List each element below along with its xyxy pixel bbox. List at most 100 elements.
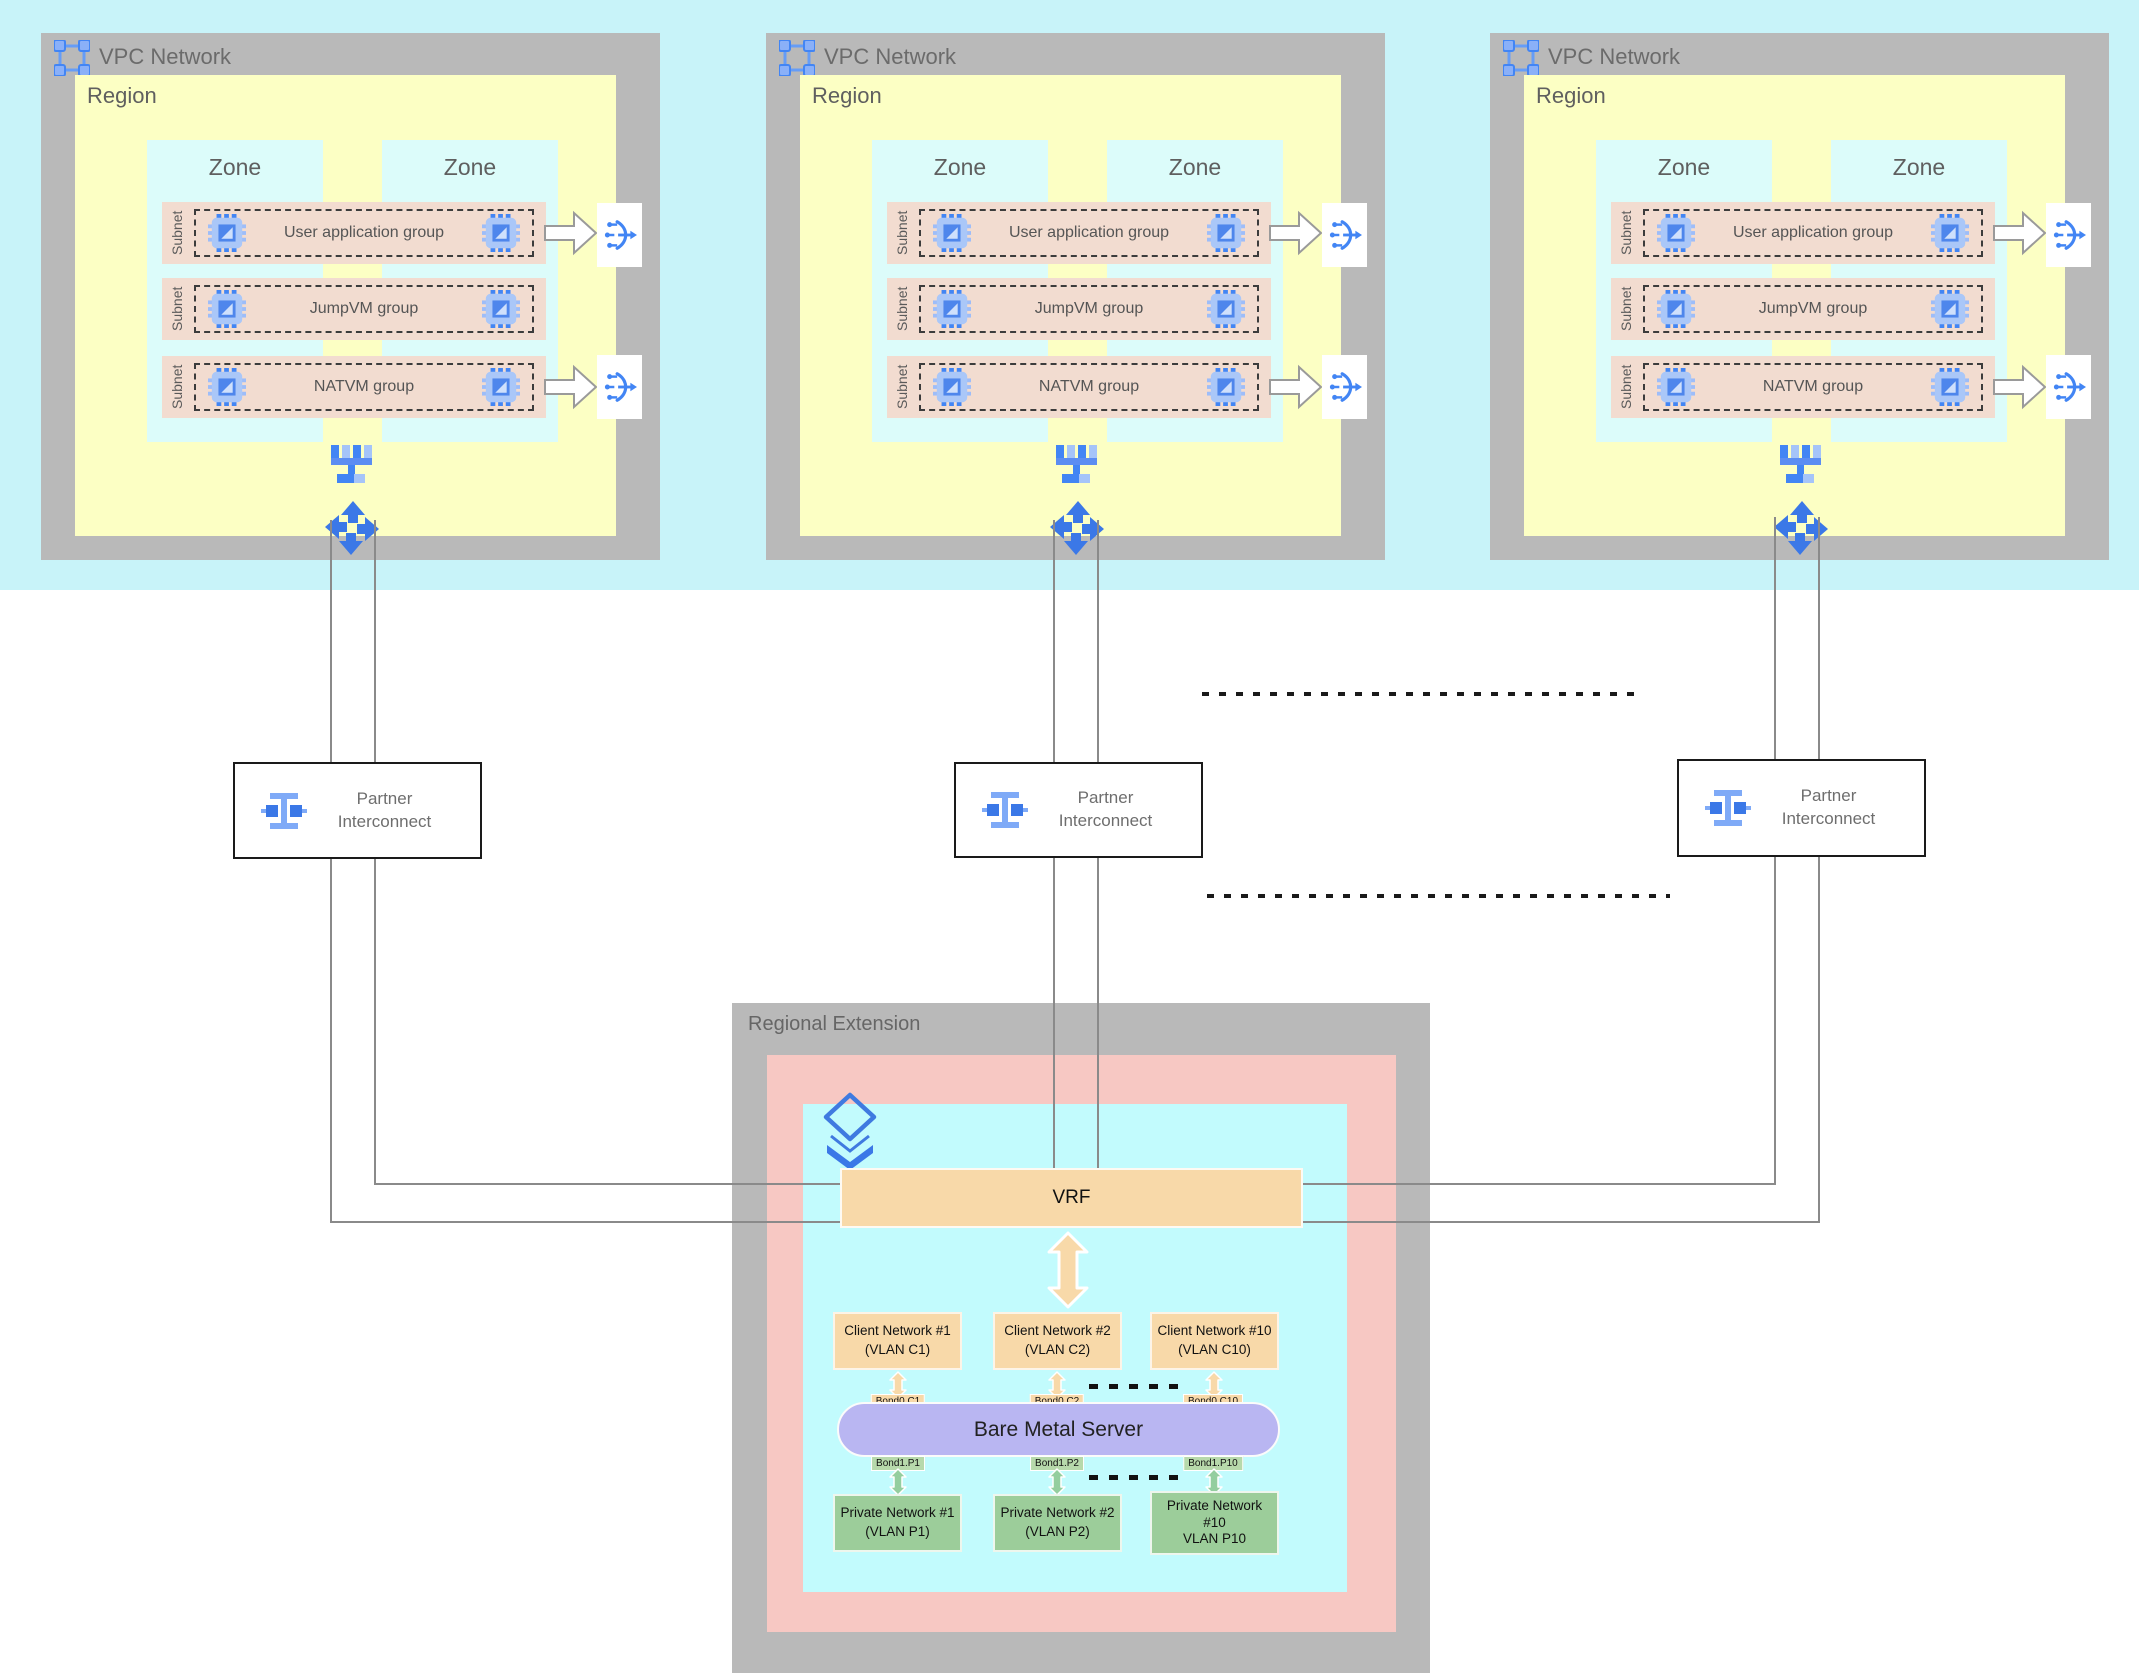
load-balancer-box [1322,203,1367,267]
instance-group-dashed-box: JumpVM group [919,285,1259,333]
vm-instance-icon [208,368,246,406]
flow-arrow [1269,366,1322,408]
group-label: NATVM group [313,378,415,395]
partner-interconnect-line1: Partner [356,788,413,808]
vm-instance-icon [1931,290,1969,328]
mini-dotted-line [1089,1475,1181,1480]
private-network-box-2: Private Network #2 (VLAN P2) [993,1494,1122,1552]
vm-instance-icon [1207,214,1245,252]
group-label: User application group [1008,224,1170,241]
partner-interconnect-label: Partner Interconnect [307,788,462,834]
vm-instance-icon [933,214,971,252]
zone-label: Zone [1892,154,1946,180]
load-balancer-icon [602,372,637,402]
stacked-layers-icon [818,1092,882,1172]
instance-group-dashed-box: User application group [1643,209,1983,257]
connector-line [330,1221,840,1223]
group-label: JumpVM group [1034,300,1144,317]
zone-label: Zone [1168,154,1222,180]
load-balancer-icon [2051,372,2086,402]
instance-group-dashed-box: User application group [194,209,534,257]
bond-double-arrow-green [1048,1468,1066,1496]
instance-group-dashed-box: JumpVM group [1643,285,1983,333]
vpc-title: VPC Network [99,44,232,69]
vpc-title: VPC Network [1548,44,1681,69]
vm-instance-icon [933,368,971,406]
region-box: Region Zone Zone Subnet User application… [800,75,1341,536]
zone-label: Zone [443,154,497,180]
subnet-side-label: Subnet [894,364,910,410]
region-label: Region [1536,83,1606,108]
vm-instance-icon [208,290,246,328]
vpc-network-box-1: VPC Network Region Zone Zone Subnet User… [41,33,660,560]
client-network-line2: (VLAN C10) [1178,1342,1251,1357]
connector-line [1818,517,1820,1223]
subnet-row-user-application: Subnet User application group [162,202,546,264]
zone-label: Zone [1657,154,1711,180]
four-way-arrows-icon [325,501,379,555]
ellipsis-dotted-line [1202,692,1642,696]
load-balancer-box [1322,355,1367,419]
vm-instance-icon [1657,368,1695,406]
vpc-icon [54,40,90,76]
vm-instance-icon [208,214,246,252]
load-balancer-box [2046,203,2091,267]
group-label: User application group [1732,224,1894,241]
four-way-arrows-icon [1050,501,1104,555]
connector-line [330,520,332,1222]
vm-instance-icon [1207,290,1245,328]
vm-instance-icon [1657,214,1695,252]
load-balancer-icon [2051,220,2086,250]
partner-interconnect-line2: Interconnect [1781,809,1876,828]
subnet-side-label: Subnet [894,210,910,256]
subnet-side-label: Subnet [1618,210,1634,256]
client-network-line1: Client Network #1 [844,1323,951,1339]
load-balancer-icon [1327,220,1362,250]
interconnect-icon [1705,790,1751,826]
private-network-box-1: Private Network #1 (VLAN P1) [833,1494,962,1552]
load-balancer-icon [1327,372,1362,402]
region-label: Region [812,83,882,108]
subnet-side-label: Subnet [169,364,185,410]
partner-interconnect-box-1: Partner Interconnect [233,762,482,859]
vm-instance-icon [1931,214,1969,252]
client-network-line1: Client Network #2 [1004,1323,1111,1339]
subnet-side-label: Subnet [1618,364,1634,410]
instance-group-dashed-box: NATVM group [1643,363,1983,411]
vm-instance-icon [482,290,520,328]
subnet-side-label: Subnet [1618,286,1634,332]
group-label: NATVM group [1038,378,1140,395]
ellipsis-dotted-line [1207,894,1670,898]
subnet-row-jumpvm: Subnet JumpVM group [887,278,1271,340]
mini-dotted-line [1089,1384,1181,1389]
load-balancer-icon [602,220,637,250]
vpc-network-box-3: VPC Network Region Zone Zone Subnet User… [1490,33,2109,560]
subnet-row-natvm: Subnet NATVM group [1611,356,1995,418]
network-hub-icon [1056,445,1097,483]
client-network-line1: Client Network #10 [1157,1323,1272,1339]
interconnect-icon [982,792,1028,828]
private-network-line2: #10 [1203,1514,1226,1530]
subnet-side-label: Subnet [894,286,910,332]
client-network-box-1: Client Network #1 (VLAN C1) [833,1312,962,1370]
connector-line [1303,1183,1776,1185]
subnet-row-user-application: Subnet User application group [887,202,1271,264]
partner-interconnect-line2: Interconnect [1058,811,1153,830]
connector-line [1303,1221,1820,1223]
partner-interconnect-label: Partner Interconnect [1028,787,1183,833]
partner-interconnect-line1: Partner [1077,788,1134,808]
region-label: Region [87,83,157,108]
load-balancer-box [597,355,642,419]
private-network-line1: Private Network #1 [840,1505,955,1521]
zone-label: Zone [208,154,262,180]
subnet-row-natvm: Subnet NATVM group [162,356,546,418]
partner-interconnect-box-2: Partner Interconnect [954,762,1203,858]
vpc-icon [1503,40,1539,76]
flow-arrow [1993,212,2046,254]
vm-instance-icon [482,368,520,406]
partner-interconnect-line2: Interconnect [337,811,432,831]
flow-arrow [1269,212,1322,254]
region-box: Region Zone Zone Subnet User application… [1524,75,2065,536]
zone-label: Zone [933,154,987,180]
